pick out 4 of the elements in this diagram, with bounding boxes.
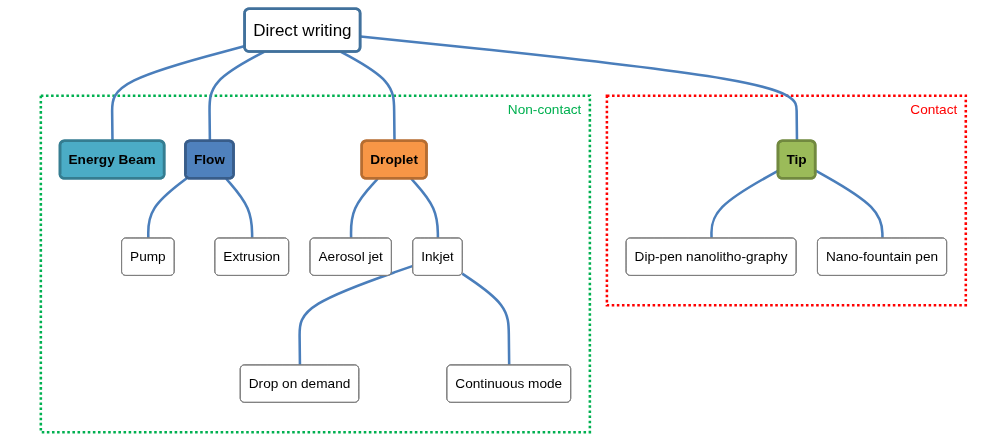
connector	[298, 264, 414, 366]
connector	[814, 169, 884, 239]
connector	[461, 272, 511, 366]
connector	[146, 176, 188, 239]
